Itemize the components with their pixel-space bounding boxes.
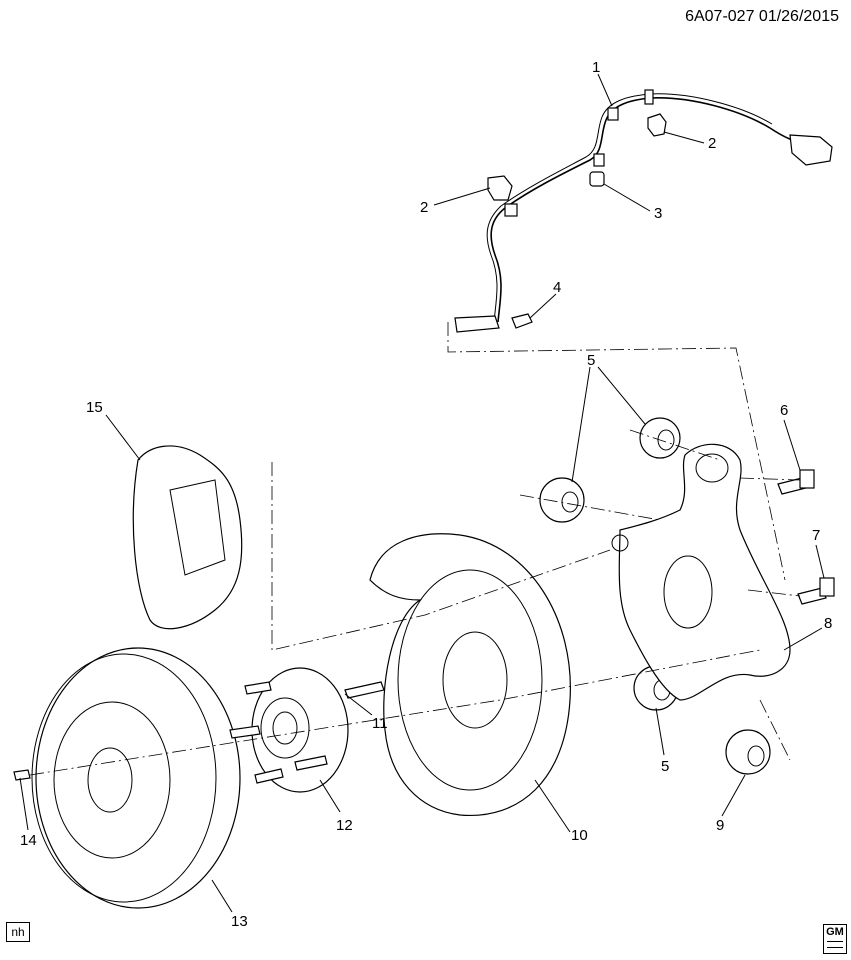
callout-label: 3 (654, 205, 662, 222)
brake-rotor (31, 647, 241, 909)
callout-label: 2 (420, 199, 428, 216)
callout-label: 4 (553, 279, 561, 296)
centerlines (29, 322, 801, 776)
knuckle-bolts (777, 469, 835, 605)
wheel-studs (229, 681, 385, 784)
harness-clip (593, 153, 605, 167)
callout-label: 2 (708, 135, 716, 152)
callouts: 1 2 2 3 4 5 5 6 7 8 9 10 11 12 13 14 15 (20, 59, 832, 930)
rotor-screw (13, 769, 31, 781)
callout-label: 13 (231, 913, 248, 930)
callout-label: 15 (86, 399, 103, 416)
callout-label: 14 (20, 832, 37, 849)
nh-badge: nh (6, 922, 30, 942)
abs-sensor (454, 315, 500, 333)
backing-plate (369, 533, 571, 817)
callout-label: 6 (780, 402, 788, 419)
callout-label: 9 (716, 817, 724, 834)
callout-label: 8 (824, 615, 832, 632)
callout-label: 10 (571, 827, 588, 844)
leader-lines (19, 73, 825, 913)
gm-logo: GM (823, 924, 847, 954)
callout-label: 12 (336, 817, 353, 834)
callout-label: 1 (592, 59, 600, 76)
callout-label: 7 (812, 527, 820, 544)
harness-clip (607, 107, 619, 121)
diagram-code: 6A07-027 01/26/2015 (685, 8, 839, 25)
callout-label: 5 (661, 758, 669, 775)
callout-label: 11 (372, 715, 388, 732)
brake-caliper (132, 445, 243, 630)
harness-connector (789, 134, 833, 166)
harness-clip (644, 89, 654, 105)
small-fasteners (487, 113, 667, 329)
steering-knuckle (618, 443, 791, 701)
gm-logo-text: GM (826, 926, 844, 938)
abs-sensor-harness (454, 89, 833, 333)
callout-label: 5 (587, 352, 595, 369)
harness-clip (504, 203, 518, 217)
